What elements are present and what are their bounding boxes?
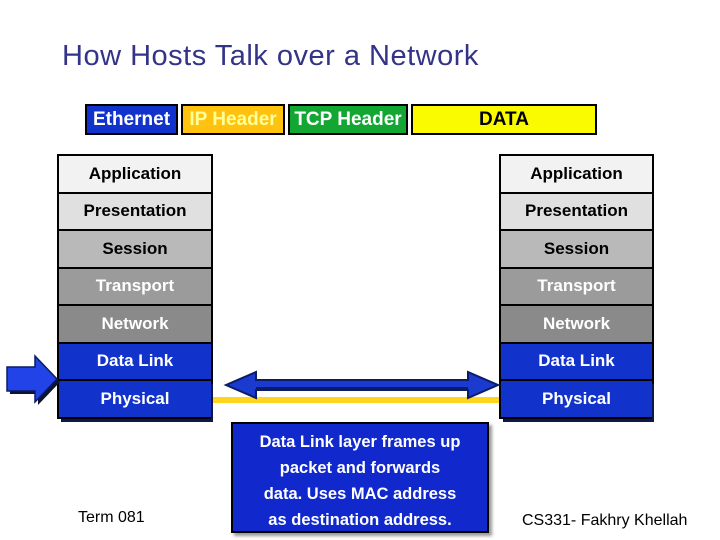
osi-layer-transport: Transport (501, 268, 652, 306)
footer-term: Term 081 (78, 509, 145, 526)
callout-line: as destination address. (268, 511, 452, 529)
physical-link-line (212, 397, 501, 403)
osi-layer-transport: Transport (59, 268, 211, 306)
osi-layer-application: Application (59, 156, 211, 194)
callout-line: packet and forwards (279, 459, 441, 477)
osi-layer-session: Session (501, 231, 652, 269)
osi-layer-data-link: Data Link (59, 343, 211, 381)
osi-layer-network: Network (501, 306, 652, 344)
packet-header-bar: Ethernet IP Header TCP Header DATA (85, 104, 597, 135)
osi-layer-network: Network (59, 306, 211, 344)
callout-line: Data Link layer frames up (259, 433, 461, 451)
osi-layer-application: Application (501, 156, 652, 194)
data-link-callout: Data Link layer frames up packet and for… (231, 422, 489, 533)
packet-segment-tcp-header: TCP Header (288, 104, 408, 135)
osi-layer-physical: Physical (501, 381, 652, 419)
osi-layer-physical: Physical (59, 381, 211, 419)
osi-layer-presentation: Presentation (59, 193, 211, 231)
callout-line: data. Uses MAC address (263, 485, 457, 503)
packet-segment-ip-header: IP Header (181, 104, 285, 135)
incoming-arrow-icon (6, 354, 60, 405)
packet-segment-ethernet: Ethernet (85, 104, 178, 135)
data-link-double-arrow-icon (223, 370, 501, 400)
footer-course-author: CS331- Fakhry Khellah (522, 512, 688, 529)
packet-segment-data: DATA (411, 104, 597, 135)
osi-layer-presentation: Presentation (501, 193, 652, 231)
osi-layer-session: Session (59, 231, 211, 269)
osi-layer-data-link: Data Link (501, 343, 652, 381)
osi-stack-right: Application Presentation Session Transpo… (499, 154, 654, 419)
osi-stack-left: Application Presentation Session Transpo… (57, 154, 213, 419)
slide-title: How Hosts Talk over a Network (62, 40, 479, 72)
